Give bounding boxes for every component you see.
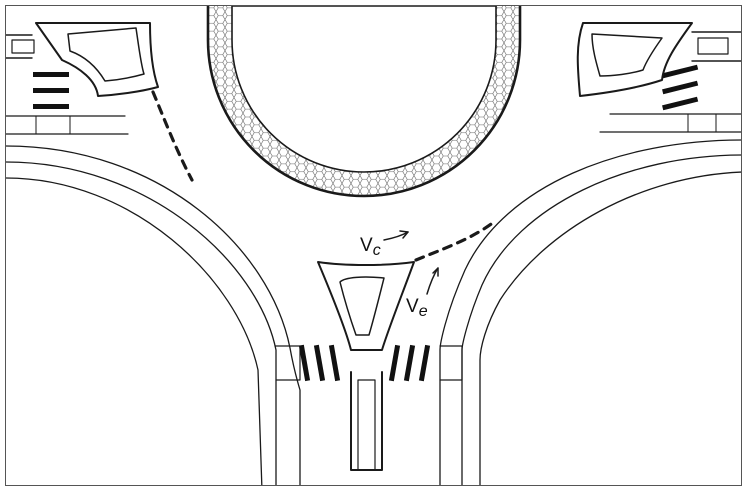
ve-arrow: [426, 267, 439, 295]
left-corner-curbs: [6, 145, 301, 485]
bottom-approach: [274, 220, 496, 471]
left-approach: [6, 22, 194, 182]
central-island: [206, 6, 522, 198]
right-corner-curbs: [439, 139, 741, 485]
velocity-arrows: [383, 230, 439, 295]
yield-line-bottom: [414, 220, 496, 262]
yield-line-left: [151, 90, 194, 182]
splitter-island-bottom: [317, 261, 415, 351]
splitter-island-right: [576, 22, 693, 97]
circulatory-roadway-edge: [206, 6, 522, 198]
splitter-island-left: [35, 22, 159, 97]
vc-label: Vc: [360, 235, 381, 259]
right-approach: [576, 22, 741, 133]
ve-label: Ve: [406, 296, 428, 320]
crosswalk-left: [33, 72, 69, 109]
crosswalk-right: [662, 64, 699, 111]
central-island-inner: [231, 6, 497, 173]
figure-border: [5, 5, 742, 486]
crosswalk-bottom: [298, 344, 431, 382]
